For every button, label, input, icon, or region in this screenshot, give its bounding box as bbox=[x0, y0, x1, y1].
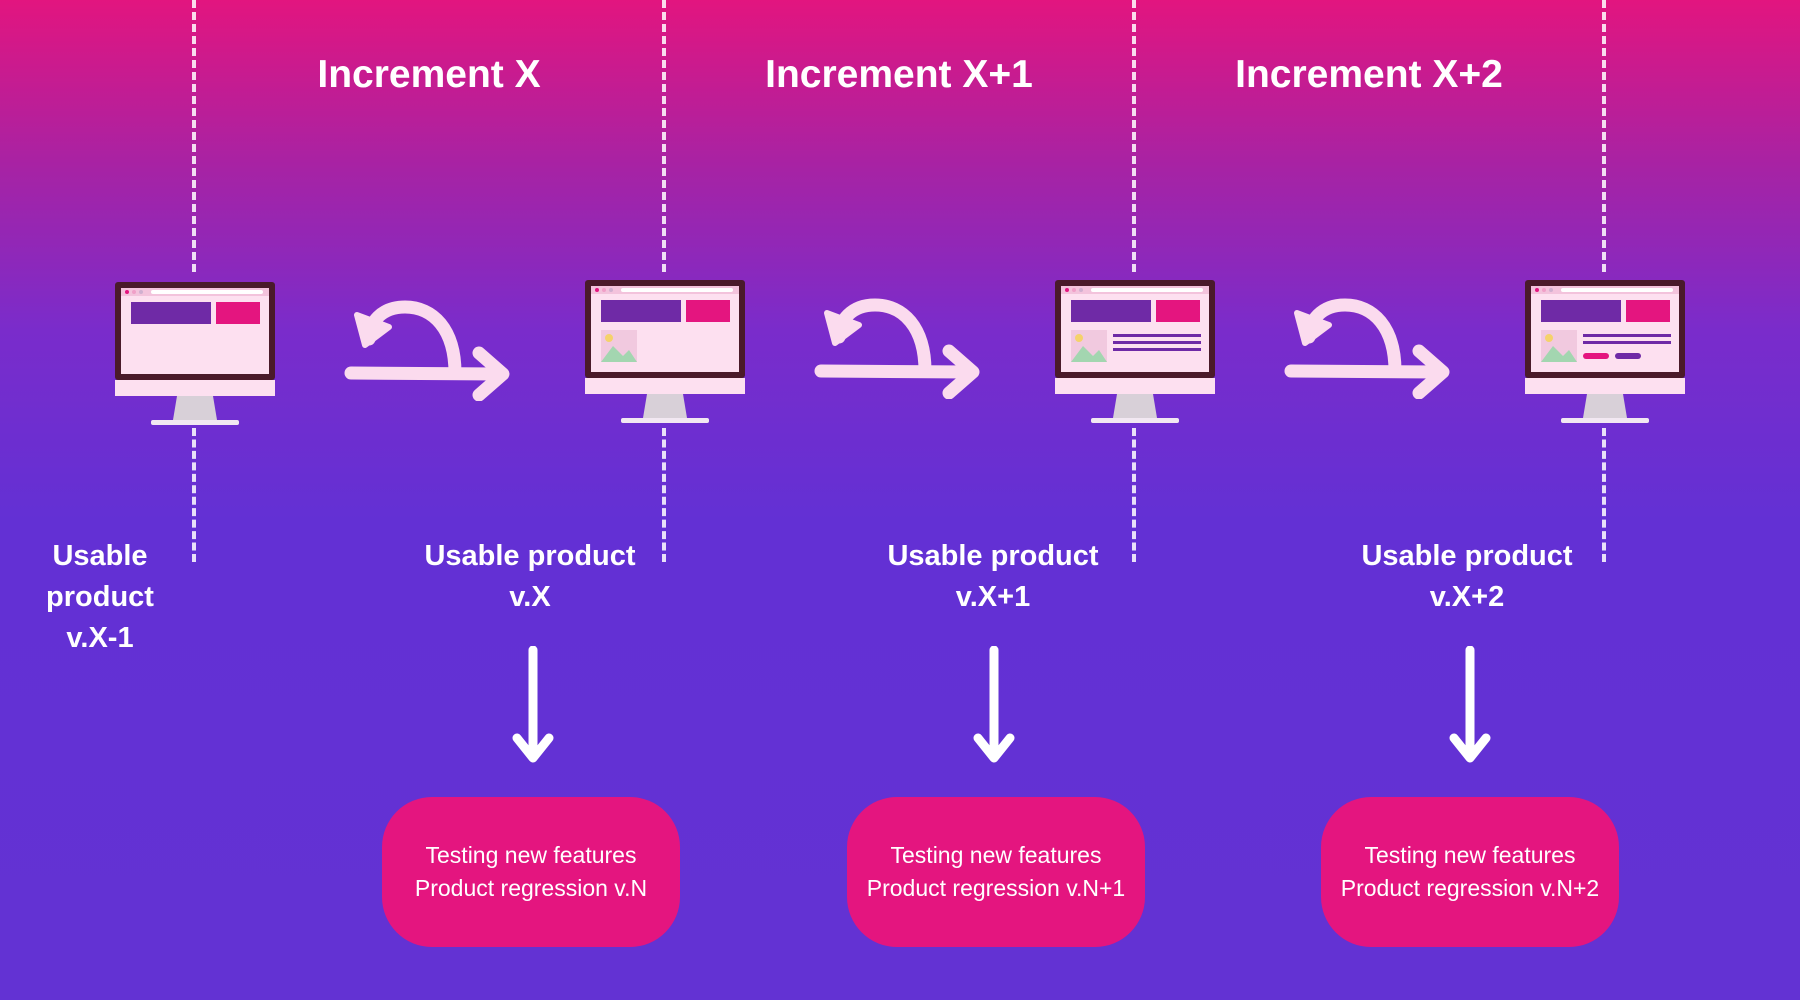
version-label-line: Usable product bbox=[1361, 540, 1573, 572]
down-arrow-icon bbox=[1449, 646, 1491, 763]
version-label-line: Usable product bbox=[424, 540, 636, 572]
version-label-x-minus-1: Usable product v.X-1 bbox=[20, 536, 180, 659]
testing-box-v-n-plus-1: Testing new features Product regression … bbox=[847, 797, 1145, 947]
increment-heading-x-plus-2: Increment X+2 bbox=[1235, 53, 1503, 96]
testing-box-line-2: Product regression v.N+2 bbox=[1340, 875, 1600, 901]
milestone-line-top-2 bbox=[1132, 0, 1136, 272]
version-label-x-plus-1: Usable product v.X+1 bbox=[853, 536, 1133, 618]
version-label-line: v.X bbox=[509, 581, 551, 613]
testing-box-line-2: Product regression v.N+1 bbox=[866, 875, 1126, 901]
version-label-line: Usable product bbox=[887, 540, 1099, 572]
desktop-monitor-icon bbox=[115, 282, 275, 425]
version-label-line: product bbox=[46, 581, 154, 613]
milestone-line-bottom-1 bbox=[662, 428, 666, 562]
version-label-x-plus-2: Usable product v.X+2 bbox=[1327, 536, 1607, 618]
version-label-line: v.X-1 bbox=[66, 622, 134, 654]
version-label-x: Usable product v.X bbox=[390, 536, 670, 618]
iteration-cycle-arrow-icon bbox=[1284, 298, 1450, 399]
milestone-line-top-3 bbox=[1602, 0, 1606, 272]
milestone-line-bottom-0 bbox=[192, 428, 196, 562]
testing-box-line-1: Testing new features bbox=[1364, 842, 1576, 868]
desktop-monitor-icon bbox=[1055, 280, 1215, 423]
testing-box-v-n: Testing new features Product regression … bbox=[382, 797, 680, 947]
down-arrow-icon bbox=[512, 646, 554, 763]
version-label-line: v.X+2 bbox=[1429, 581, 1505, 613]
testing-box-line-1: Testing new features bbox=[890, 842, 1102, 868]
milestone-line-bottom-3 bbox=[1602, 428, 1606, 562]
version-label-line: v.X+1 bbox=[955, 581, 1031, 613]
testing-box-line-1: Testing new features bbox=[425, 842, 637, 868]
milestone-line-bottom-2 bbox=[1132, 428, 1136, 562]
milestone-line-top-1 bbox=[662, 0, 666, 272]
testing-box-v-n-plus-2: Testing new features Product regression … bbox=[1321, 797, 1619, 947]
desktop-monitor-icon bbox=[1525, 280, 1685, 423]
iteration-cycle-arrow-icon bbox=[814, 298, 980, 399]
down-arrow-icon bbox=[973, 646, 1015, 763]
testing-box-line-2: Product regression v.N bbox=[414, 875, 648, 901]
increment-heading-x: Increment X bbox=[317, 53, 541, 96]
increment-heading-x-plus-1: Increment X+1 bbox=[765, 53, 1033, 96]
version-label-line: Usable bbox=[52, 540, 148, 572]
desktop-monitor-icon bbox=[585, 280, 745, 423]
milestone-line-top-0 bbox=[192, 0, 196, 272]
iteration-cycle-arrow-icon bbox=[344, 300, 510, 401]
